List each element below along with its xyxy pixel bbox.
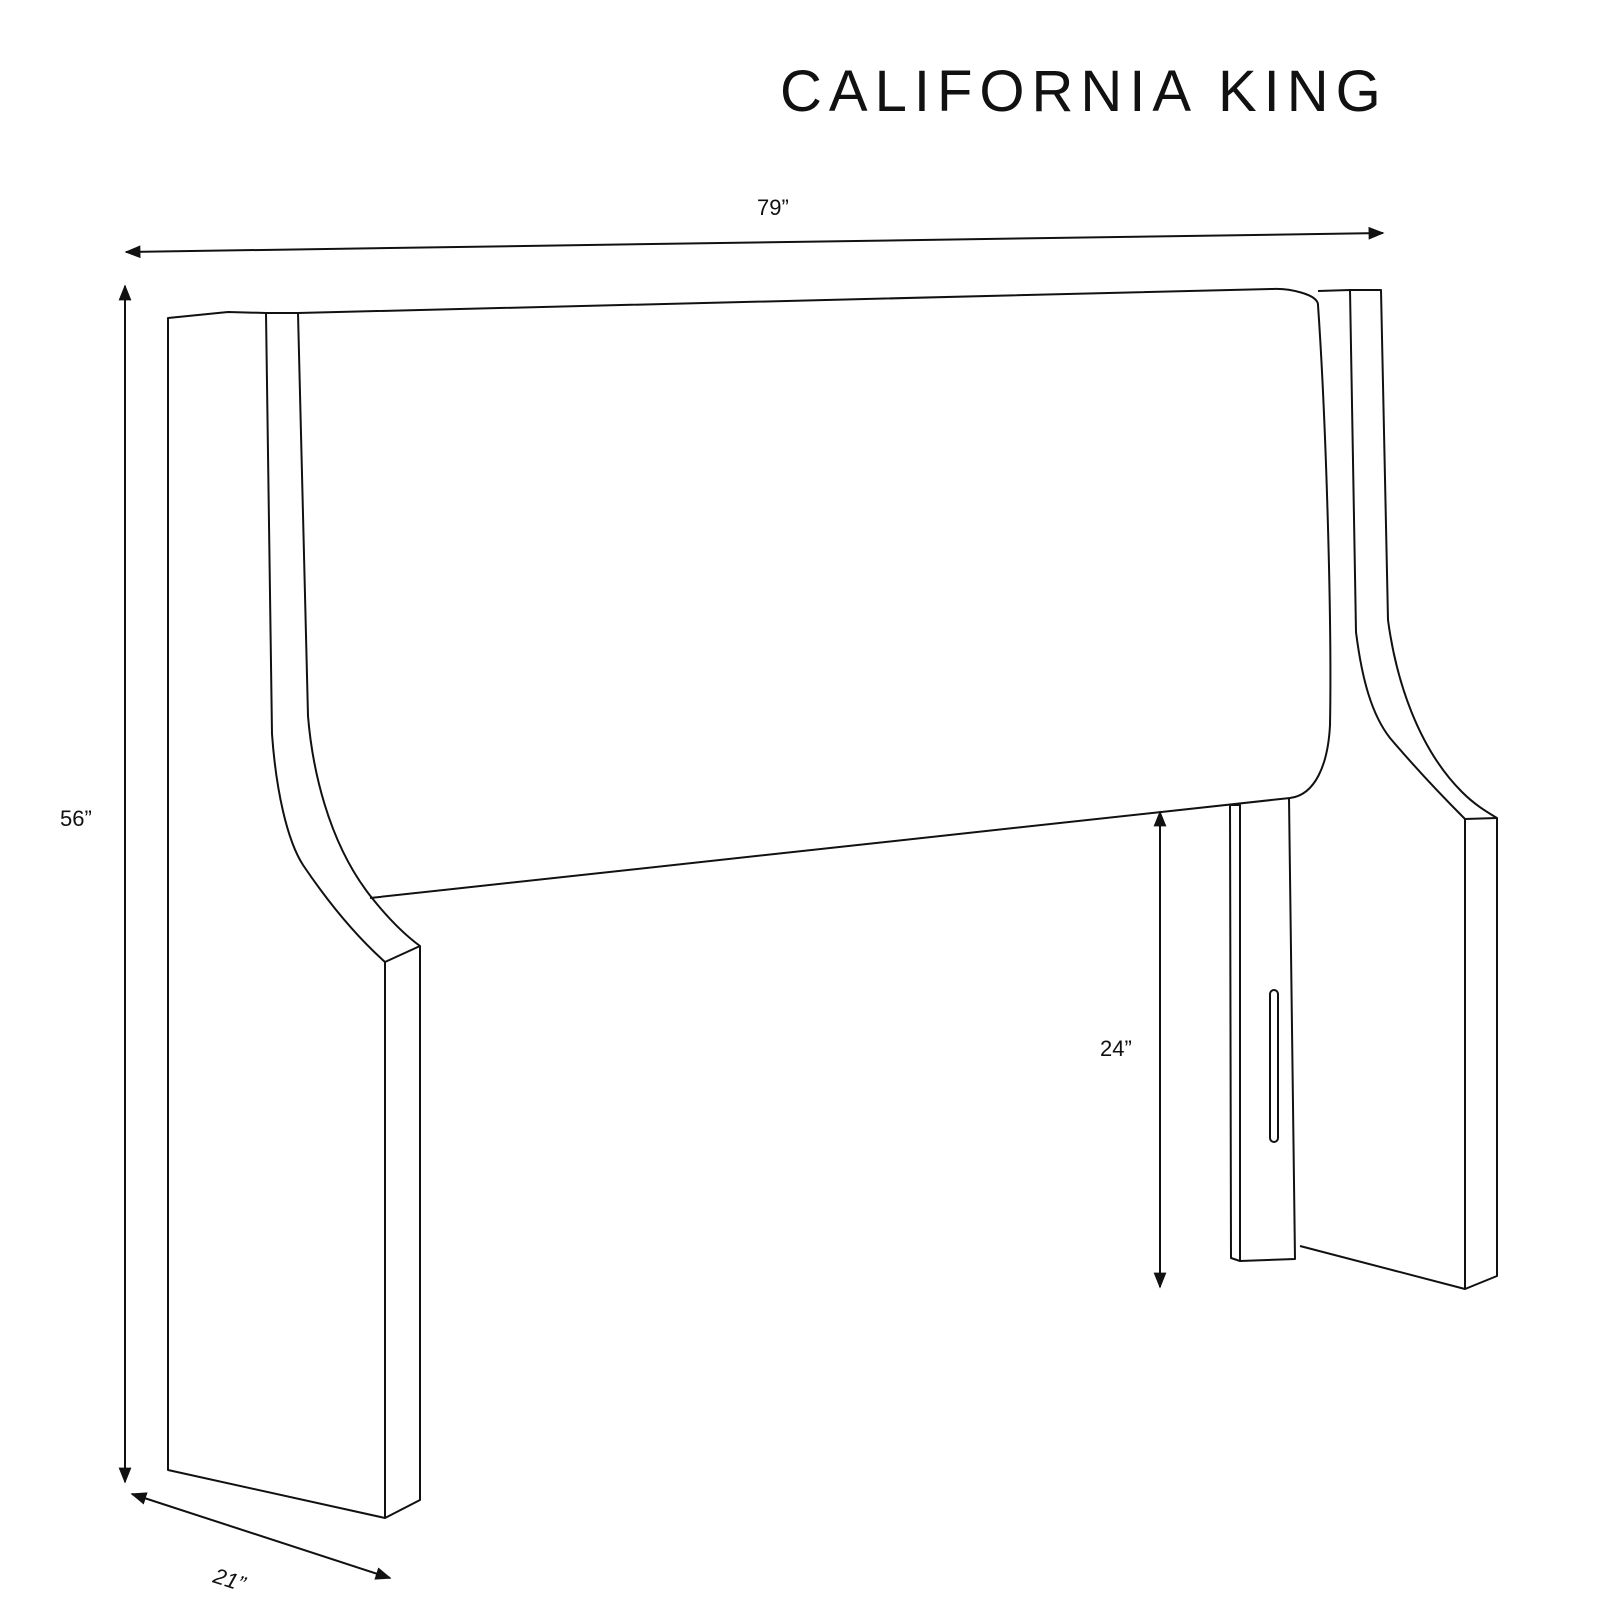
left-wing-edge-bottom [384,945,421,963]
right-leg-side [1229,804,1241,1262]
headboard-panel [297,287,1332,899]
width-label: 79” [757,195,789,220]
right-wing-edge-top [1464,817,1498,820]
bolt-slot [1269,989,1279,1143]
left-wing-face [167,311,386,1519]
depth-dimension-line [130,1492,392,1580]
right-wing-edge [1350,289,1498,1290]
left-wing-edge [266,312,421,1519]
clearance-label: 24” [1100,1036,1132,1061]
width-dimension-line [124,226,1385,259]
right-wing-face [1299,289,1466,1290]
right-leg [1230,797,1296,1262]
diagram-title: CALIFORNIA KING [780,59,1388,124]
height-label: 56” [60,806,92,831]
